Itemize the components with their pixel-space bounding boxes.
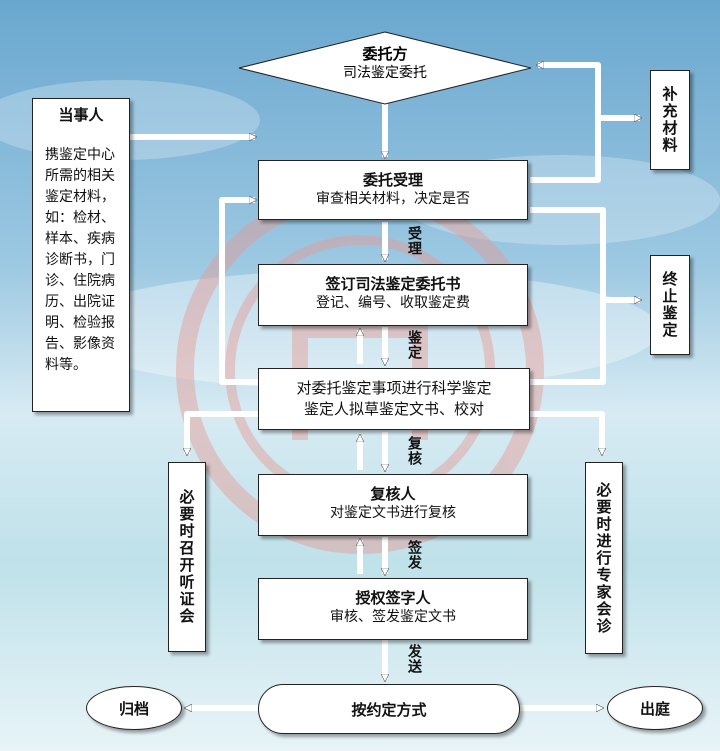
step-accept-title: 委托受理 [362,171,423,189]
step-review: 复核人 对鉴定文书进行复核 [258,474,528,536]
client-title: 委托方 [362,45,408,63]
step-appraise-subtitle: 鉴定人拟草鉴定文书、校对 [303,400,484,418]
label-review: 复核 [406,436,422,466]
step-review-title: 复核人 [370,485,416,503]
terminate-box: 终止鉴定 [650,255,690,355]
label-send: 发送 [406,644,422,674]
party-title: 当事人 [58,106,104,124]
label-appraise: 鉴定 [406,330,422,360]
label-accept: 受理 [406,226,422,256]
client-subtitle: 司法鉴定委托 [343,65,427,81]
step-sign-subtitle: 审核、签发鉴定文书 [330,609,456,625]
step-accept: 委托受理 审查相关材料，决定是否 [258,160,528,220]
step-contract-title: 签订司法鉴定委托书 [325,275,461,293]
step-review-subtitle: 对鉴定文书进行复核 [330,505,456,521]
expert-box: 必要时进行专家会诊 [585,462,623,654]
step-sign-title: 授权签字人 [355,589,431,607]
step-sign: 授权签字人 审核、签发鉴定文书 [258,578,528,640]
delivery-oval: 按约定方式 [258,684,520,734]
party-body: 携鉴定中心所需的相关鉴定材料，如：检材、样本、疾病诊断书，门诊、住院病历、出院证… [45,147,115,373]
supplement-box: 补充材料 [650,70,690,170]
party-box: 当事人 携鉴定中心所需的相关鉴定材料，如：检材、样本、疾病诊断书，门诊、住院病历… [32,98,130,412]
step-contract: 签订司法鉴定委托书 登记、编号、收取鉴定费 [258,264,528,326]
step-appraise: 对委托鉴定事项进行科学鉴定 鉴定人拟草鉴定文书、校对 [258,368,530,430]
court-oval: 出庭 [607,686,703,730]
label-issue: 签发 [406,540,422,570]
archive-oval: 归档 [86,686,182,730]
client-node: 委托方 司法鉴定委托 [285,44,485,83]
step-accept-subtitle: 审查相关材料，决定是否 [316,191,470,207]
step-appraise-title: 对委托鉴定事项进行科学鉴定 [296,379,492,397]
step-contract-subtitle: 登记、编号、收取鉴定费 [316,295,470,311]
hearing-box: 必要时召开听证会 [168,462,206,652]
client-diamond [238,31,532,105]
